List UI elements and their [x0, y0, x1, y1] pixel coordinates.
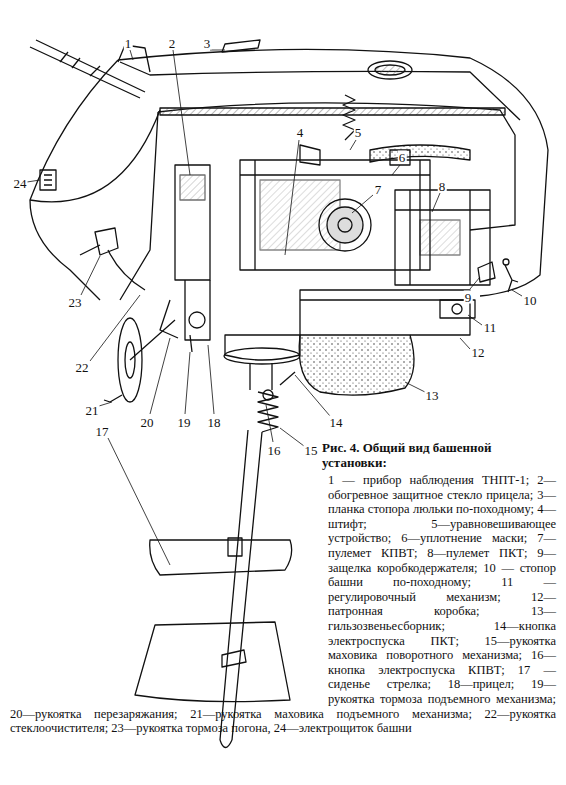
callout-number: 16 [267, 444, 282, 457]
callout-number: 13 [425, 389, 440, 402]
callout-number: 7 [374, 183, 383, 196]
callout-number: 14 [329, 416, 344, 429]
callout-number: 22 [75, 361, 90, 374]
callout-number: 24 [13, 177, 28, 190]
callout-number: 21 [85, 404, 100, 417]
callout-number: 8 [438, 180, 447, 193]
callout-number: 9 [464, 291, 473, 304]
callout-number: 10 [523, 294, 538, 307]
callout-number: 2 [168, 37, 177, 50]
callout-number: 18 [207, 416, 222, 429]
callout-number: 15 [304, 444, 319, 457]
callout-number: 20 [140, 416, 155, 429]
callout-number: 4 [296, 126, 305, 139]
callout-number: 1 [124, 37, 133, 50]
callout-number: 12 [471, 346, 486, 359]
callout-number: 17 [95, 425, 110, 438]
figure-title: Рис. 4. Общий вид башенной установки: [322, 440, 558, 470]
caption-block: 1 — прибор наблюдения ТНПТ-1; 2—обогревн… [10, 473, 556, 736]
callout-number: 23 [68, 296, 83, 309]
callout-number: 6 [398, 151, 407, 164]
caption-text: 1 — прибор наблюдения ТНПТ-1; 2—обогревн… [10, 473, 556, 735]
callout-number: 19 [177, 416, 192, 429]
callout-number: 3 [203, 37, 212, 50]
callout-number: 5 [354, 126, 363, 139]
callout-number: 11 [483, 321, 498, 334]
